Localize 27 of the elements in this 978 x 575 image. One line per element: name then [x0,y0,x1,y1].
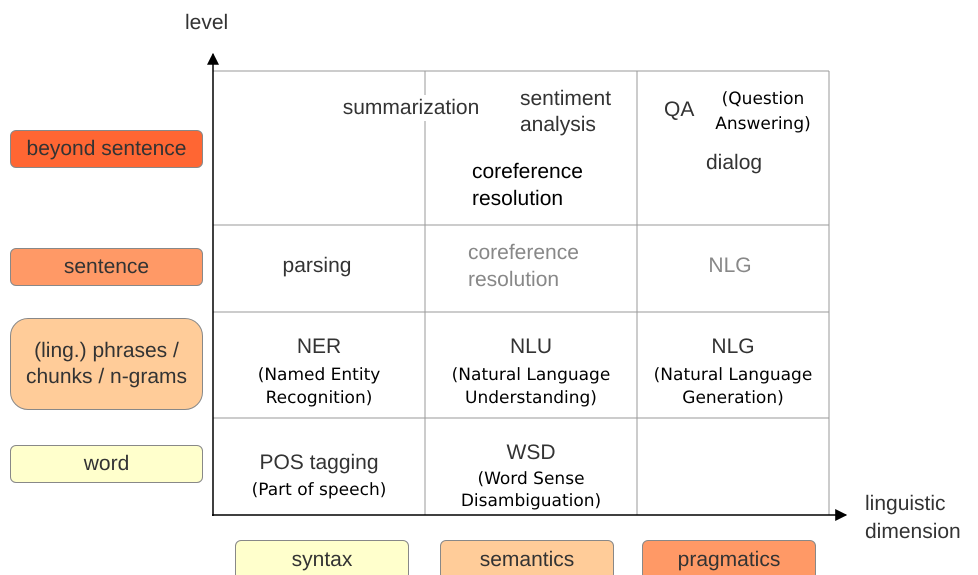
task-description: (Named Entity Recognition) [256,364,382,410]
task-label: POS tagging [258,450,380,476]
axis-label: level [185,10,230,36]
dimension-box: semantics [440,540,614,575]
task-label: coreference resolution [472,159,584,212]
task-label: dialog [706,150,764,176]
task-label: sentiment analysis [520,86,612,138]
task-label: coreference resolution [468,240,580,293]
level-box: beyond sentence [10,130,203,168]
task-label: parsing [282,253,352,279]
task-description: (Question Answering) [714,88,812,136]
task-label: QA [664,97,696,123]
task-label: NLU [508,334,553,360]
task-label: NER [296,334,342,360]
task-label: NLG [710,334,756,360]
dimension-box: pragmatics [642,540,816,575]
dimension-box: syntax [235,540,409,575]
level-box: (ling.) phrases / chunks / n-grams [10,318,203,410]
task-label: WSD [506,440,556,466]
task-label: NLG [707,253,753,279]
level-box: sentence [10,248,203,286]
level-box: word [10,445,203,483]
task-description: (Part of speech) [250,479,388,501]
task-description: (Word Sense Disambiguation) [460,468,602,512]
axis-label: linguistic dimension [865,491,962,545]
task-description: (Natural Language Understanding) [450,364,612,410]
task-description: (Natural Language Generation) [652,364,814,410]
